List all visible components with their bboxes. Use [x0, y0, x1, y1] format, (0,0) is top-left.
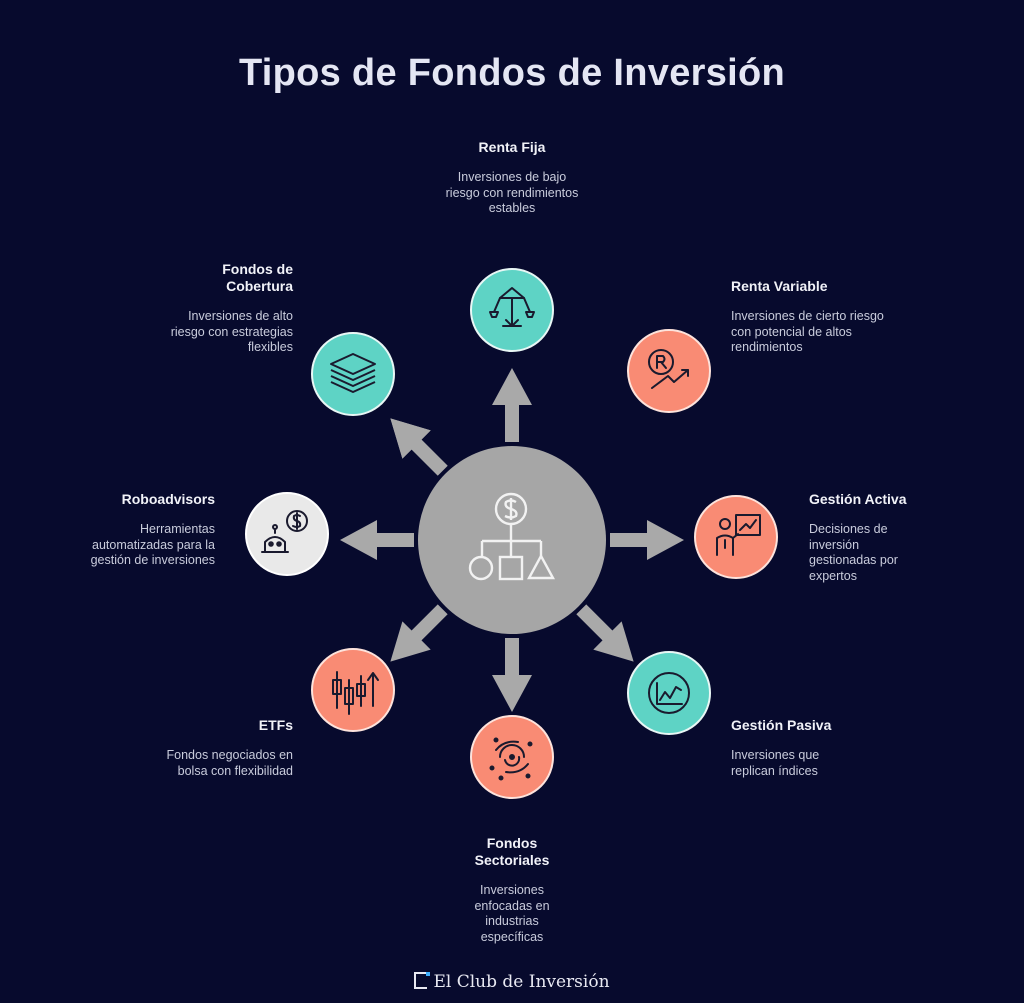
desc-gestion-activa: Decisiones de inversión gestionadas por … — [809, 522, 898, 583]
heading-roboadvisors: Roboadvisors — [121, 491, 215, 507]
arrow-down-right — [576, 604, 634, 662]
label-fondos-sectoriales: Fondos Sectoriales Inversiones enfocadas… — [442, 835, 582, 945]
label-gestion-pasiva: Gestión Pasiva Inversiones que replican … — [731, 717, 881, 779]
label-renta-variable: Renta Variable Inversiones de cierto rie… — [731, 278, 901, 356]
desc-etfs: Fondos negociados en bolsa con flexibili… — [166, 748, 293, 778]
desc-fondos-sectoriales: Inversiones enfocadas en industrias espe… — [474, 883, 550, 944]
desc-renta-fija: Inversiones de bajo riesgo con rendimien… — [445, 170, 579, 215]
node-fondos-cobertura — [311, 332, 395, 416]
node-renta-variable — [627, 329, 711, 413]
desc-renta-variable: Inversiones de cierto riesgo con potenci… — [731, 309, 884, 354]
node-etfs — [311, 648, 395, 732]
heading-renta-fija: Renta Fija — [478, 139, 546, 155]
brand-name: El Club de Inversión — [433, 972, 610, 992]
layers-icon — [330, 353, 376, 393]
label-fondos-cobertura: Fondos de Cobertura Inversiones de alto … — [143, 261, 293, 356]
heading-renta-variable: Renta Variable — [731, 278, 828, 294]
label-gestion-activa: Gestión Activa Decisiones de inversión g… — [809, 491, 949, 584]
label-roboadvisors: Roboadvisors Herramientas automatizadas … — [75, 491, 215, 569]
heading-fondos-sectoriales: Fondos Sectoriales — [474, 835, 550, 868]
heading-fondos-cobertura: Fondos de Cobertura — [222, 261, 293, 294]
page-title: Tipos de Fondos de Inversión — [238, 52, 786, 94]
hub-node — [418, 446, 606, 634]
dollar-hierarchy-icon — [468, 492, 556, 581]
arrows — [340, 368, 684, 712]
label-renta-fija: Renta Fija Inversiones de bajo riesgo co… — [422, 139, 602, 217]
node-fondos-sectoriales — [470, 715, 554, 799]
desc-gestion-pasiva: Inversiones que replican índices — [731, 748, 820, 778]
label-etfs: ETFs Fondos negociados en bolsa con flex… — [143, 717, 293, 779]
arrow-up — [492, 368, 532, 442]
node-renta-fija — [470, 268, 554, 352]
balance-scale-icon — [489, 287, 535, 327]
brand-logo-icon — [414, 972, 431, 989]
arrow-down-left — [390, 604, 448, 662]
desc-fondos-cobertura: Inversiones de alto riesgo con estrategi… — [170, 309, 293, 354]
coin-growth-icon — [648, 349, 689, 389]
arrow-right — [610, 520, 684, 560]
arrow-left — [340, 520, 414, 560]
line-chart-icon — [648, 672, 690, 714]
node-gestion-activa — [694, 495, 778, 579]
brand-footer: El Club de Inversión — [0, 972, 1024, 992]
arrow-down — [492, 638, 532, 712]
heading-gestion-activa: Gestión Activa — [809, 491, 907, 507]
presenter-chart-icon — [716, 514, 761, 556]
heading-gestion-pasiva: Gestión Pasiva — [731, 717, 832, 733]
node-roboadvisors — [245, 492, 329, 576]
desc-roboadvisors: Herramientas automatizadas para la gesti… — [90, 522, 215, 567]
robot-dollar-icon — [261, 510, 308, 553]
node-gestion-pasiva — [627, 651, 711, 735]
galaxy-icon — [489, 737, 533, 781]
heading-etfs: ETFs — [258, 717, 293, 733]
candlestick-icon — [332, 671, 379, 715]
arrow-up-left — [390, 418, 448, 476]
